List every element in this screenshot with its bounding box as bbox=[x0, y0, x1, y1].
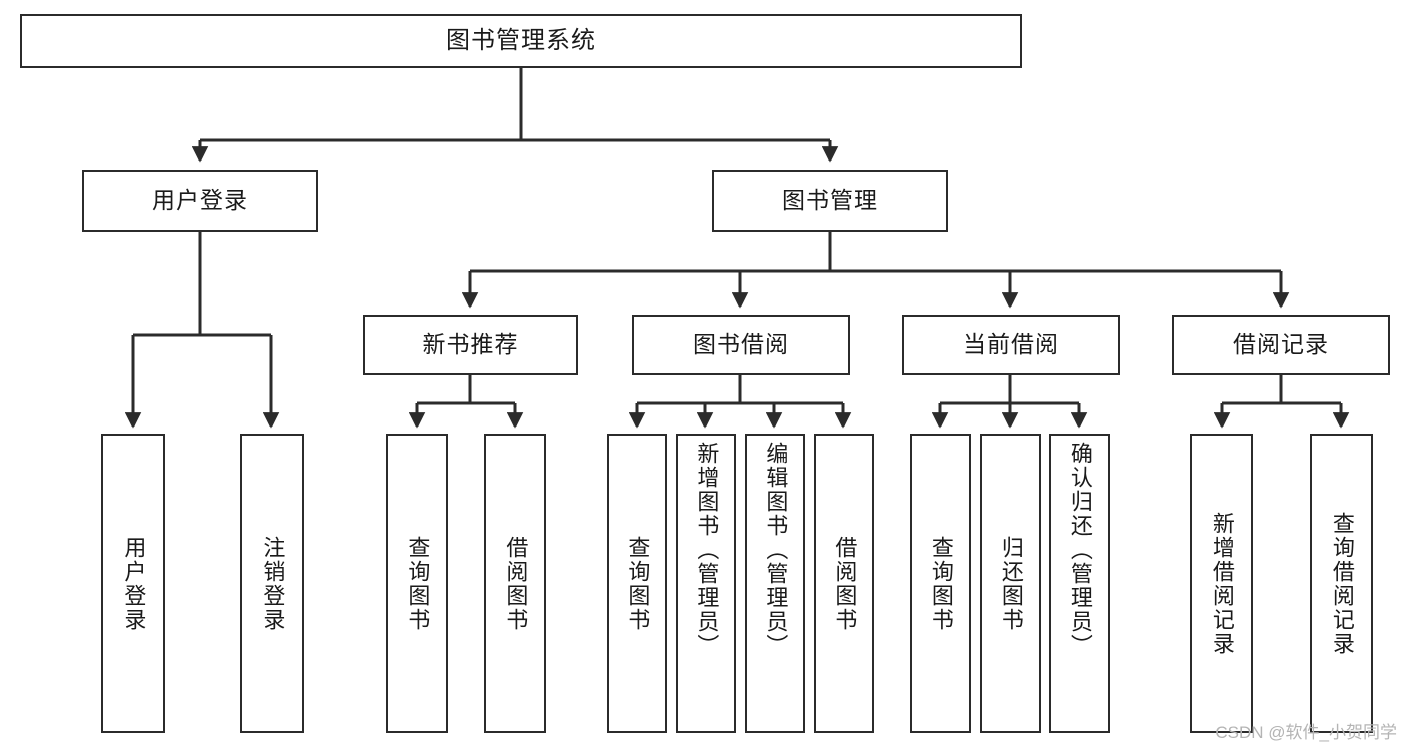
node-leaf-query-record[interactable]: 查询借阅记录 bbox=[1310, 434, 1373, 733]
node-leaf-add-book[interactable]: 新增图书（管理员） bbox=[676, 434, 736, 733]
node-borrow-record[interactable]: 借阅记录 bbox=[1172, 315, 1390, 375]
node-leaf-query-book-1[interactable]: 查询图书 bbox=[386, 434, 448, 733]
node-leaf-logout[interactable]: 注销登录 bbox=[240, 434, 304, 733]
node-leaf-query-book-1-label: 查询图书 bbox=[405, 535, 431, 632]
node-leaf-return-book-label: 归还图书 bbox=[998, 535, 1024, 632]
node-leaf-confirm-return[interactable]: 确认归还（管理员） bbox=[1049, 434, 1110, 733]
node-leaf-query-book-2[interactable]: 查询图书 bbox=[607, 434, 667, 733]
node-leaf-query-record-label: 查询借阅记录 bbox=[1329, 511, 1355, 656]
node-leaf-edit-book[interactable]: 编辑图书（管理员） bbox=[745, 434, 805, 733]
watermark-text: CSDN @软件_小贺同学 bbox=[1215, 723, 1397, 742]
node-leaf-borrow-book-1-label: 借阅图书 bbox=[503, 535, 529, 632]
node-borrow-record-label: 借阅记录 bbox=[1233, 331, 1329, 358]
node-book-manage-label: 图书管理 bbox=[782, 187, 878, 214]
node-leaf-borrow-book-1[interactable]: 借阅图书 bbox=[484, 434, 546, 733]
node-leaf-edit-book-label: 编辑图书（管理员） bbox=[763, 442, 789, 658]
node-new-book-rec-label: 新书推荐 bbox=[422, 331, 519, 358]
node-user-login-label: 用户登录 bbox=[152, 187, 248, 214]
node-book-manage[interactable]: 图书管理 bbox=[712, 170, 948, 232]
node-book-borrow-label: 图书借阅 bbox=[693, 331, 789, 358]
node-new-book-rec[interactable]: 新书推荐 bbox=[363, 315, 578, 375]
node-leaf-logout-label: 注销登录 bbox=[260, 535, 286, 632]
node-leaf-query-book-3-label: 查询图书 bbox=[928, 535, 954, 632]
node-root[interactable]: 图书管理系统 bbox=[20, 14, 1022, 68]
node-leaf-add-record-label: 新增借阅记录 bbox=[1209, 511, 1235, 656]
node-current-borrow[interactable]: 当前借阅 bbox=[902, 315, 1120, 375]
node-current-borrow-label: 当前借阅 bbox=[963, 331, 1059, 358]
node-leaf-borrow-book-2-label: 借阅图书 bbox=[832, 535, 858, 632]
node-leaf-user-login-label: 用户登录 bbox=[121, 535, 147, 632]
node-leaf-query-book-3[interactable]: 查询图书 bbox=[910, 434, 971, 733]
node-leaf-confirm-return-label: 确认归还（管理员） bbox=[1067, 442, 1093, 658]
node-book-borrow[interactable]: 图书借阅 bbox=[632, 315, 850, 375]
node-leaf-add-record[interactable]: 新增借阅记录 bbox=[1190, 434, 1253, 733]
node-leaf-user-login[interactable]: 用户登录 bbox=[101, 434, 165, 733]
node-leaf-borrow-book-2[interactable]: 借阅图书 bbox=[814, 434, 874, 733]
node-leaf-add-book-label: 新增图书（管理员） bbox=[694, 442, 720, 658]
node-leaf-return-book[interactable]: 归还图书 bbox=[980, 434, 1041, 733]
node-leaf-query-book-2-label: 查询图书 bbox=[625, 535, 651, 632]
node-user-login[interactable]: 用户登录 bbox=[82, 170, 318, 232]
node-root-label: 图书管理系统 bbox=[446, 26, 596, 54]
